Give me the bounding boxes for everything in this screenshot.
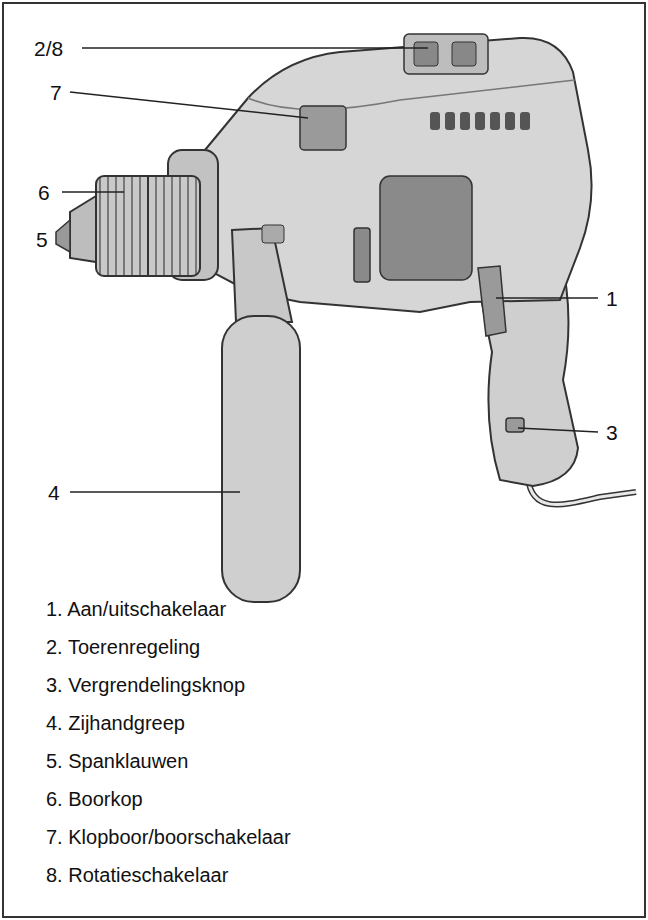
side-slot: [354, 228, 370, 282]
vent-slot: [460, 112, 470, 130]
legend-entry: 2. Toerenregeling: [46, 636, 200, 658]
lock-button: [506, 418, 524, 432]
callout-number: 2/8: [34, 37, 63, 60]
housing-seam: [248, 80, 575, 110]
legend-entry: 3. Vergrendelingsknop: [46, 674, 245, 696]
callout-number: 6: [38, 181, 50, 204]
legend-entry: 1. Aan/uitschakelaar: [46, 598, 226, 620]
side-recess: [380, 176, 472, 280]
chuck-jaws: [56, 220, 70, 252]
side-handle-grip: [222, 316, 300, 602]
callout-number: 5: [36, 228, 48, 251]
vents: [430, 112, 530, 130]
speed-rotation-switch: [404, 34, 488, 74]
legend-entry: 6. Boorkop: [46, 788, 143, 810]
vent-slot: [475, 112, 485, 130]
switch-key: [452, 42, 476, 66]
leader-lines: [62, 48, 598, 492]
switch-key: [414, 42, 438, 66]
vent-slot: [505, 112, 515, 130]
vent-slot: [520, 112, 530, 130]
vent-slot: [445, 112, 455, 130]
legend-entry: 4. Zijhandgreep: [46, 712, 185, 734]
legend-entry: 7. Klopboor/boorschakelaar: [46, 826, 291, 848]
chuck-nose: [70, 196, 96, 262]
callout-number: 4: [48, 481, 60, 504]
callout-number: 3: [606, 421, 618, 444]
chuck-split: [147, 176, 149, 276]
vent-slot: [490, 112, 500, 130]
trigger-switch: [478, 266, 506, 336]
side-handle-clamp: [262, 225, 284, 243]
callout-number: 1: [606, 287, 618, 310]
vent-slot: [430, 112, 440, 130]
frame: [3, 3, 645, 917]
legend-entry: 5. Spanklauwen: [46, 750, 188, 772]
callout-number: 7: [50, 81, 62, 104]
hammer-switch: [300, 106, 346, 150]
legend-entry: 8. Rotatieschakelaar: [46, 864, 228, 886]
chuck: [96, 176, 200, 276]
